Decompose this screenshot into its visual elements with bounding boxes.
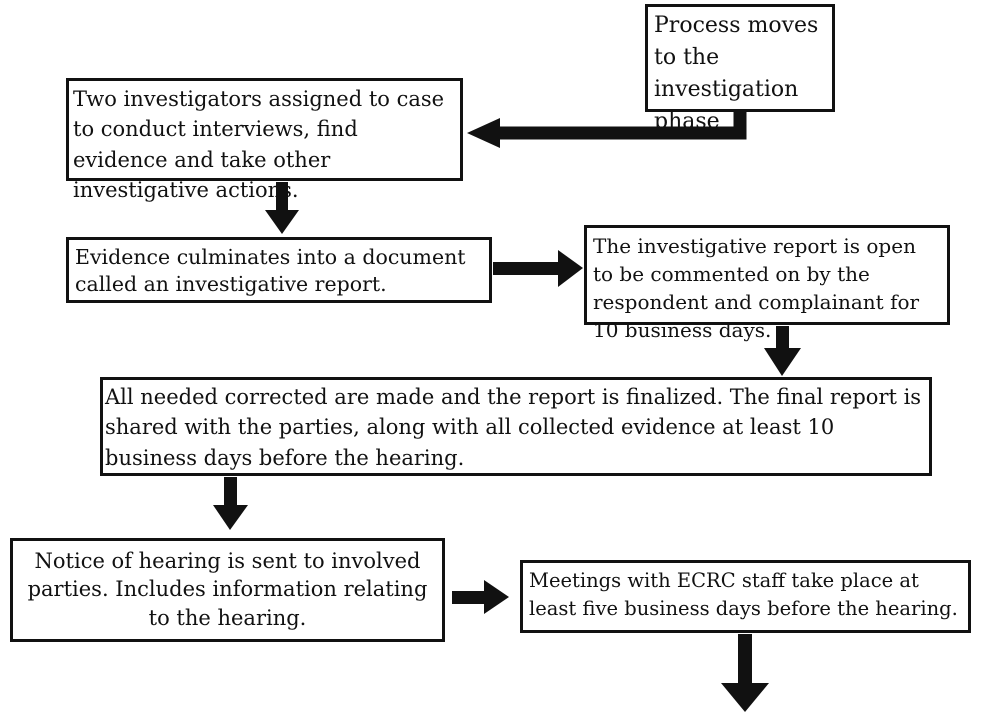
step-investigators-assigned-text: Two investigators assigned to case to co…	[73, 87, 445, 203]
step-report-finalized: All needed corrected are made and the re…	[100, 377, 932, 476]
step-investigation-phase: Process moves to the investigation phase	[645, 4, 835, 134]
step-ecrc-meetings: Meetings with ECRC staff take place at l…	[520, 560, 971, 633]
arrow-meetings-continue	[721, 634, 769, 712]
step-comment-period: The investigative report is open to be c…	[584, 225, 950, 342]
step-notice-of-hearing: Notice of hearing is sent to involved pa…	[10, 538, 445, 642]
step-ecrc-meetings-text: Meetings with ECRC staff take place at l…	[529, 569, 958, 621]
step-investigators-assigned: Two investigators assigned to case to co…	[66, 78, 463, 202]
step-report-finalized-text: All needed corrected are made and the re…	[105, 385, 922, 470]
step-comment-period-text: The investigative report is open to be c…	[593, 234, 920, 342]
step-investigation-phase-text: Process moves to the investigation phase	[654, 13, 819, 134]
step-investigative-report-text: Evidence culminates into a document call…	[75, 245, 466, 296]
arrow-finalized-to-notice	[213, 477, 248, 530]
step-investigative-report: Evidence culminates into a document call…	[66, 237, 492, 303]
arrow-report-to-comment	[493, 250, 583, 287]
arrow-notice-to-meetings	[452, 580, 509, 614]
step-notice-of-hearing-text: Notice of hearing is sent to involved pa…	[27, 549, 428, 630]
